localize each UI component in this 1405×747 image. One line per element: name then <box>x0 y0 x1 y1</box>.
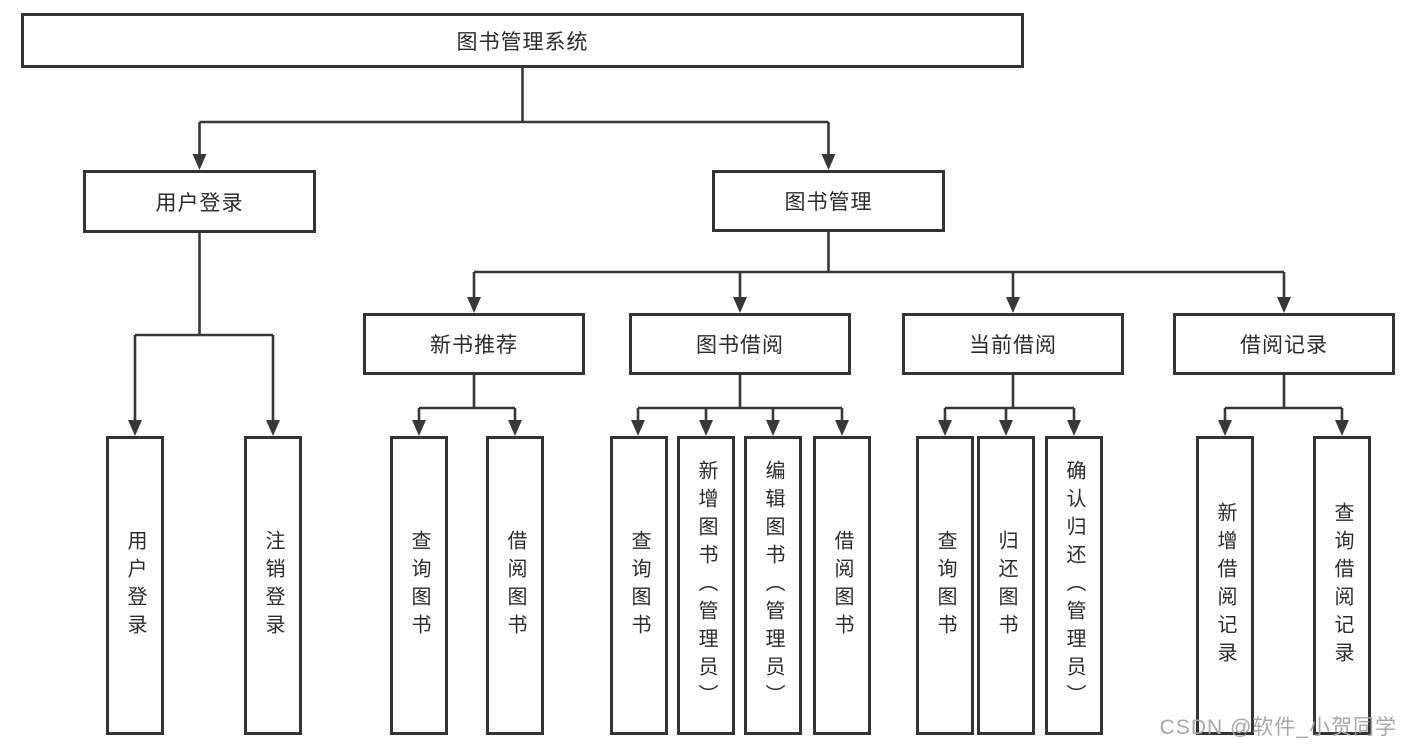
leaf-query-books-1: 查询图书 <box>390 436 448 735</box>
node-user-login-label: 用户登录 <box>155 191 244 215</box>
leaf-add-borrow-record: 新增借阅记录 <box>1196 436 1254 735</box>
leaf-add-books-admin: 新增图书（管理员） <box>677 436 735 735</box>
node-new-book-recommend: 新书推荐 <box>363 313 585 375</box>
leaf-return-books: 归还图书 <box>977 436 1035 735</box>
leaf-user-login: 用户登录 <box>106 436 164 735</box>
leaf-return-books-label: 归还图书 <box>995 529 1017 642</box>
leaf-borrow-books-1-label: 借阅图书 <box>504 529 526 642</box>
leaf-edit-books-admin-label: 编辑图书（管理员） <box>762 459 784 712</box>
leaf-borrow-books-1: 借阅图书 <box>486 436 544 735</box>
node-new-book-recommend-label: 新书推荐 <box>430 334 518 357</box>
node-book-management: 图书管理 <box>712 170 945 232</box>
leaf-edit-books-admin: 编辑图书（管理员） <box>744 436 802 735</box>
leaf-query-books-3: 查询图书 <box>916 436 974 735</box>
node-book-borrow-label: 图书借阅 <box>696 334 784 357</box>
leaf-query-books-3-label: 查询图书 <box>934 529 956 642</box>
leaf-query-books-1-label: 查询图书 <box>408 529 430 642</box>
leaf-logout: 注销登录 <box>244 436 302 735</box>
node-borrow-records-label: 借阅记录 <box>1240 334 1328 357</box>
node-book-management-label: 图书管理 <box>784 191 873 214</box>
csdn-watermark: CSDN @软件_小贺同学 <box>1159 716 1397 739</box>
leaf-borrow-books-2-label: 借阅图书 <box>831 529 853 642</box>
leaf-add-books-admin-label: 新增图书（管理员） <box>695 459 717 712</box>
leaf-confirm-return-admin-label: 确认归还（管理员） <box>1063 459 1085 712</box>
node-root: 图书管理系统 <box>21 13 1024 68</box>
leaf-query-borrow-record-label: 查询借阅记录 <box>1331 501 1353 670</box>
node-book-borrow: 图书借阅 <box>629 313 851 375</box>
leaf-user-login-label: 用户登录 <box>124 529 146 642</box>
leaf-add-borrow-record-label: 新增借阅记录 <box>1214 501 1236 670</box>
leaf-query-books-2: 查询图书 <box>610 436 668 735</box>
leaf-query-borrow-record: 查询借阅记录 <box>1313 436 1371 735</box>
leaf-query-books-2-label: 查询图书 <box>628 529 650 642</box>
node-current-borrow-label: 当前借阅 <box>969 334 1057 357</box>
node-user-login: 用户登录 <box>83 170 316 233</box>
node-current-borrow: 当前借阅 <box>902 313 1124 375</box>
leaf-logout-label: 注销登录 <box>262 529 284 642</box>
leaf-borrow-books-2: 借阅图书 <box>813 436 871 735</box>
arrowhead-group <box>128 154 1349 436</box>
leaf-confirm-return-admin: 确认归还（管理员） <box>1045 436 1103 735</box>
node-borrow-records: 借阅记录 <box>1173 313 1395 375</box>
node-root-label: 图书管理系统 <box>456 30 589 54</box>
